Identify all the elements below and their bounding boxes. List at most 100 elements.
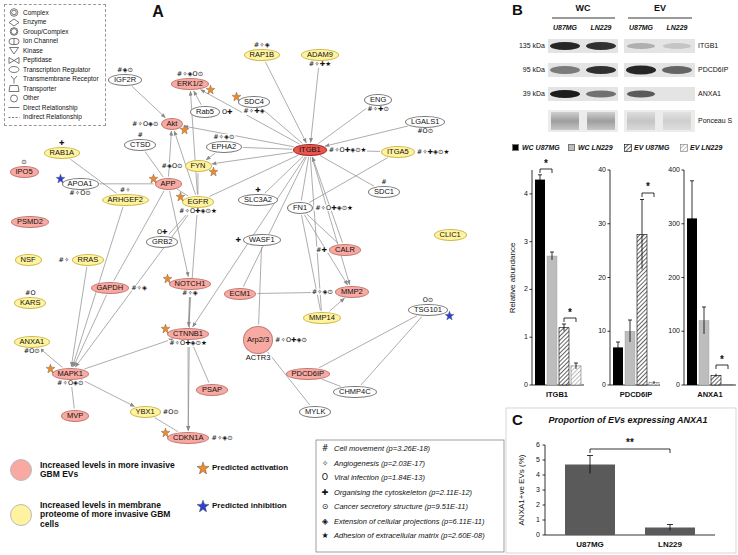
symbol-glyph: ⊙ [322,503,329,512]
category-label: ITGB1 [546,391,568,399]
legend-swatch [624,144,632,152]
star-marker [176,192,185,201]
category-label: PDCD6IP [620,391,653,399]
gene-label: CLIC1 [440,231,461,240]
relationship-line [265,62,306,143]
bar [723,384,733,386]
legend-icon [8,27,20,36]
function-symbols: ✚ [58,140,65,147]
relationship-line [71,267,86,366]
gene-node: MYLK [299,406,331,419]
gene-label: EPHA2 [212,143,237,152]
gene-label: APP [161,180,176,189]
lane-label: U87MG [629,24,653,32]
shape-legend: ComplexEnzymeGroup/ComplexIon ChannelKin… [4,4,106,126]
gene-node: CTSD# [124,139,156,152]
gene-node: ERK1/2#✧◈O⊙ [171,78,209,91]
gene-label: NSF [21,256,36,265]
blot-band [550,90,580,98]
gene-label: ERK1/2 [177,80,203,89]
legend-icon [8,8,20,17]
gene-node: ADAM9#✧✚★ [301,49,339,62]
legend-row: Ion Channel [8,37,102,47]
legend-text: Cancer secretory structure (p=9.51E-11) [334,503,468,511]
tick-label: 30 [598,220,606,228]
gene-label: GRB2 [152,238,172,247]
gene-node: RAP1B#✧◈ [244,49,281,62]
gene-label: CHMP4C [339,388,371,397]
relationship-line [201,90,300,144]
tick-label: 2 [536,501,540,509]
category-label: LN229 [658,541,682,550]
tick-label: 200 [668,274,680,282]
gene-label: Akt [167,120,178,129]
function-symbols: O✚ [156,229,169,236]
protein-label: ANXA1 [698,90,721,98]
header-rule [552,18,615,19]
gene-label: ARHGEF2 [108,196,143,205]
legend-row: Direct Relationship [8,103,102,113]
gene-label: FYN [191,162,206,171]
symbol-glyph: ✧ [322,459,329,468]
gene-label: TSG101 [414,306,442,315]
function-symbols: #✧✚★ [308,61,332,68]
error-bars [587,456,673,531]
relationship-line [206,153,215,160]
tick-label: 1 [536,516,540,524]
hatch-swatch [681,145,688,152]
blot-band [586,91,616,98]
lane-label: LN229 [590,24,611,32]
function-symbols: # [380,179,387,186]
gene-label: ENG [370,96,386,105]
relationship-line [312,157,342,243]
star-marker [161,428,170,437]
legend-row: Transmembrane Receptor [8,75,102,85]
gene-label: MVP [67,412,83,421]
blot-strip [624,63,695,77]
legend-swatch [10,504,32,526]
legend-text: Increased levels in membrane proteome of… [40,501,190,529]
relationship-line [361,317,422,385]
blot-band [627,91,655,98]
panel-letter: B [512,2,523,19]
bar [613,347,623,385]
relationship-line [301,157,308,200]
function-symbols: #✧ [119,187,132,194]
tick-label: 20 [598,274,606,282]
gene-label: IGF2R [114,76,136,85]
star-shape [232,92,241,101]
function-symbols: ✚ [235,237,242,244]
relationship-line [302,215,321,310]
relationship-line [322,379,341,386]
tick-label: 0 [602,381,606,389]
gene-label: KARS [20,299,40,308]
function-symbols: O✚ [221,109,234,116]
blot-strip [548,63,618,77]
gene-label: RAB1A [50,149,75,158]
function-symbols: #✧◈ [253,42,271,49]
star-shape [56,174,65,183]
star-shape [163,274,172,283]
legend-text: Enzyme [23,19,46,26]
function-symbols: #◈O⊙ [160,163,183,170]
legend-icon-shape [11,29,17,35]
star-marker [180,125,189,134]
gene-label: EGFR [188,198,209,207]
legend-icon-shape [10,9,18,17]
relationship-line [307,214,338,243]
function-symbols: #✧✚⊙ [366,106,390,113]
gene-label: CTSD [130,141,150,150]
gene-label: ITGA5 [387,148,409,157]
gene-node: ENG#✧✚⊙ [364,94,392,107]
relationship-line [325,126,408,146]
tick-label: 3 [536,486,540,494]
gene-node: GRB2O✚ [146,236,178,249]
relationship-line [132,86,165,117]
significance: * [720,354,724,365]
relationship-line [261,108,302,143]
blot-band [626,66,656,75]
gene-label: MMP14 [309,314,335,323]
tick-label: 0 [536,531,540,539]
blot-band [663,43,691,49]
legend-icon-shape [9,38,19,44]
